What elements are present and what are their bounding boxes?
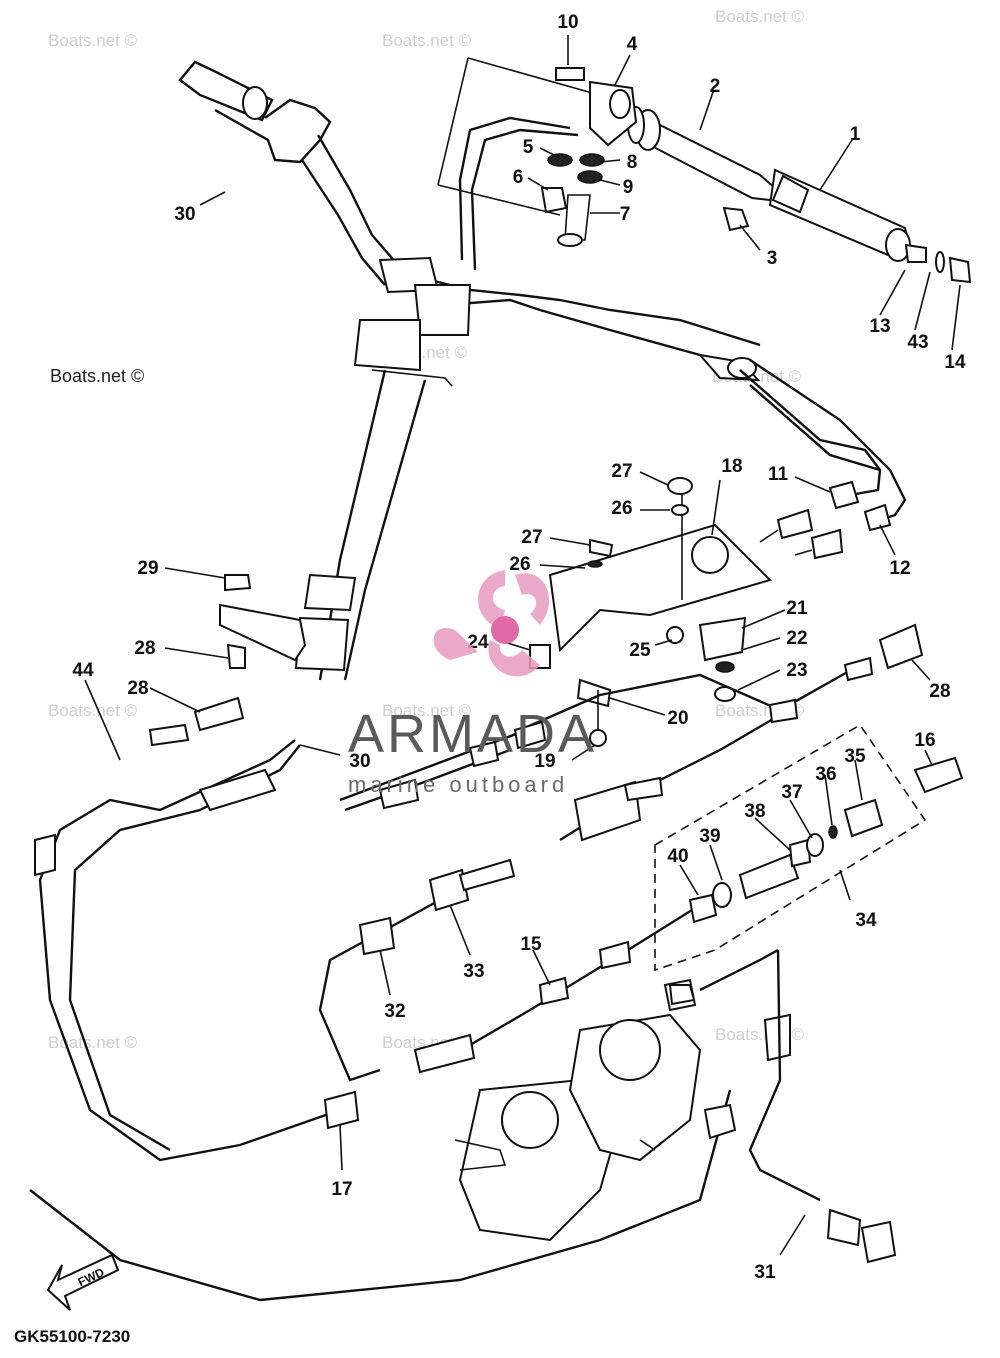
watermarks: Boats.net © Boats.net © Boats.net © Boat… (48, 7, 805, 1052)
callout-35: 33 (463, 961, 484, 982)
armada-logo: ARMADA marine outboard (348, 570, 597, 797)
steering-column (219, 256, 472, 681)
callout-38: 36 (815, 764, 836, 785)
callout-44: 44 (72, 660, 94, 681)
callout-17: 17 (331, 1179, 352, 1200)
callout-43: 43 (907, 332, 928, 353)
callout-34: 32 (384, 1001, 405, 1022)
callout-21: 21 (786, 598, 808, 619)
watermark-2: Boats.net © (382, 31, 472, 50)
callouts: 10 4 2 1 5 8 6 9 7 3 30 13 43 14 27 18 1… (72, 12, 966, 1283)
callout-8: 8 (627, 152, 638, 173)
callout-23: 23 (786, 660, 807, 681)
handlebar (178, 60, 761, 382)
fitting-group-36 (654, 723, 927, 972)
callout-20: 20 (667, 708, 688, 729)
callout-11: 11 (768, 464, 789, 485)
watermark-10: Boats.net © (48, 1033, 138, 1052)
throttle-cable (458, 116, 907, 522)
callout-32: 30 (174, 204, 195, 225)
callout-16: 16 (914, 730, 935, 751)
watermark-3: Boats.net © (715, 7, 805, 26)
callout-5: 5 (523, 137, 534, 158)
callout-28a: 28 (127, 678, 148, 699)
watermark-8: Boats.net © (382, 701, 472, 720)
diagram-code: GK55100-7230 (14, 1327, 130, 1346)
callout-9: 9 (623, 177, 634, 198)
callout-19: 19 (534, 751, 555, 772)
cable-fittings-right (193, 480, 964, 794)
callout-4: 4 (627, 34, 638, 55)
throttle-assembly (437, 57, 972, 284)
carburetor (454, 984, 702, 1242)
callout-25: 25 (629, 640, 651, 661)
callout-28b: 28 (929, 681, 950, 702)
callout-37: 35 (844, 746, 866, 767)
forward-arrow-icon: FWD (46, 1253, 120, 1311)
callout-22: 22 (786, 628, 807, 649)
callout-40: 38 (744, 801, 765, 822)
callout-6: 6 (513, 167, 524, 188)
callout-36: 34 (855, 910, 877, 931)
callout-10: 10 (557, 12, 578, 33)
watermark-12: Boats.net © (715, 1025, 805, 1044)
watermark-1: Boats.net © (48, 31, 138, 50)
callout-26a: 26 (611, 498, 632, 519)
callout-29: 28 (134, 638, 155, 659)
callout-15: 15 (520, 934, 542, 955)
callout-27a: 27 (611, 461, 632, 482)
callout-31: 30 (349, 751, 370, 772)
callout-14: 14 (944, 352, 966, 373)
callout-1: 1 (850, 124, 861, 145)
brand-name: ARMADA (348, 704, 597, 764)
cables (29, 656, 897, 1302)
propeller-icon (433, 570, 550, 677)
callout-33: 31 (754, 1262, 776, 1283)
callout-26b: 26 (509, 554, 530, 575)
callout-12: 12 (889, 558, 910, 579)
callout-7: 7 (620, 204, 631, 225)
watermark-7: Boats.net © (48, 701, 138, 720)
callout-27b: 27 (521, 527, 542, 548)
callout-39: 37 (781, 782, 802, 803)
callout-41: 39 (699, 826, 720, 847)
callout-13: 13 (869, 316, 890, 337)
callout-18: 18 (721, 456, 742, 477)
brand-tagline: marine outboard (348, 772, 568, 797)
watermark-4: Boats.net © (50, 366, 144, 386)
callout-2: 2 (710, 76, 721, 97)
callout-30: 29 (137, 558, 158, 579)
callout-3: 3 (767, 248, 778, 269)
callout-42: 40 (667, 846, 688, 867)
